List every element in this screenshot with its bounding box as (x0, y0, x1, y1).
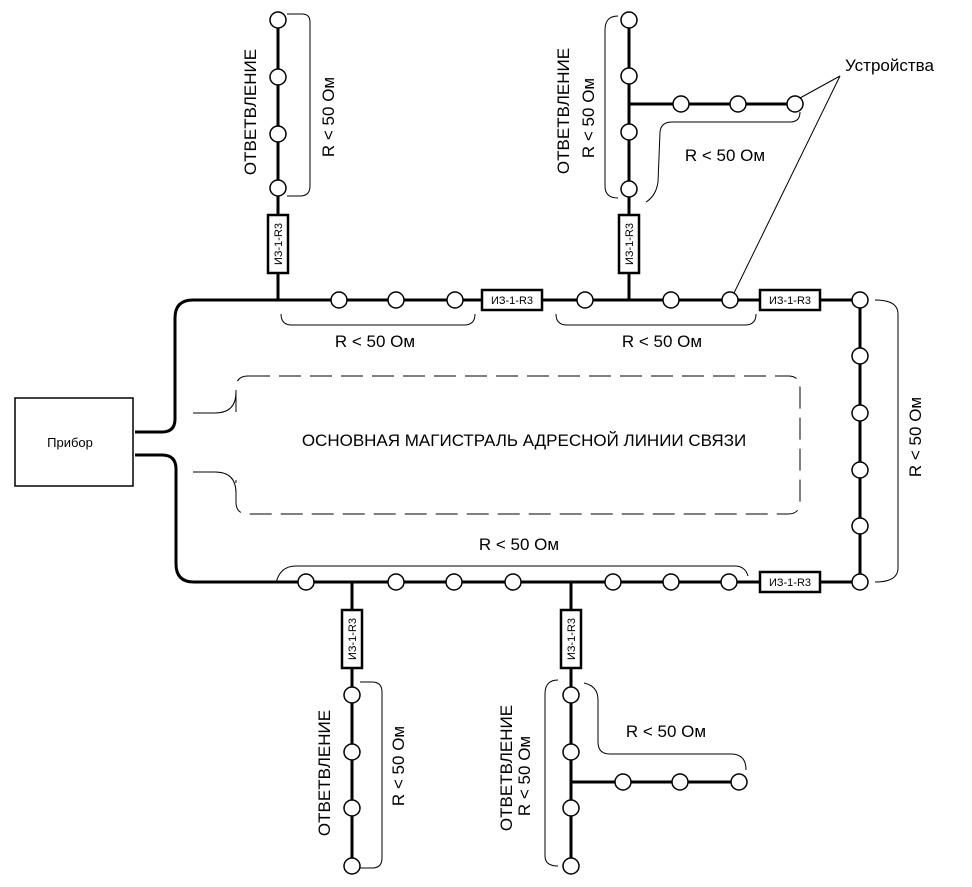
device (851, 347, 869, 365)
svg-text:R < 50 Ом: R < 50 Ом (626, 722, 706, 741)
svg-text:R < 50 Ом: R < 50 Ом (906, 397, 925, 477)
device (562, 799, 580, 817)
svg-text:R < 50 Ом: R < 50 Ом (685, 146, 765, 165)
device (269, 68, 287, 86)
svg-text:ИЗ-1-R3: ИЗ-1-R3 (769, 577, 811, 589)
control-panel: Прибор (14, 397, 134, 487)
device (851, 573, 869, 591)
branch-labels: ОТВЕТВЛЕНИЕ ОТВЕТВЛЕНИЕ ОТВЕТВЛЕНИЕ ОТВЕ… (241, 48, 573, 836)
device (671, 773, 689, 791)
svg-text:ИЗ-1-R3: ИЗ-1-R3 (491, 295, 533, 307)
device (269, 125, 287, 143)
device (614, 773, 632, 791)
svg-text:ИЗ-1-R3: ИЗ-1-R3 (769, 295, 811, 307)
svg-text:ИЗ-1-R3: ИЗ-1-R3 (347, 618, 359, 660)
main-line-label: ОСНОВНАЯ МАГИСТРАЛЬ АДРЕСНОЙ ЛИНИИ СВЯЗИ (302, 431, 746, 450)
device (662, 573, 680, 591)
device (851, 291, 869, 309)
main-line-region: ОСНОВНАЯ МАГИСТРАЛЬ АДРЕСНОЙ ЛИНИИ СВЯЗИ (193, 375, 801, 515)
device (620, 123, 638, 141)
device (269, 11, 287, 29)
device (343, 743, 361, 761)
device (662, 291, 680, 309)
device (786, 95, 804, 113)
device (445, 573, 463, 591)
isolator-branch-top-right: ИЗ-1-R3 (617, 213, 641, 275)
isolator-top-center: ИЗ-1-R3 (480, 288, 544, 312)
svg-text:ИЗ-1-R3: ИЗ-1-R3 (566, 618, 578, 660)
resistance-brackets (275, 13, 899, 869)
svg-text:R < 50 Ом: R < 50 Ом (479, 535, 559, 554)
device (720, 573, 738, 591)
main-loop-wires (135, 298, 862, 584)
device (343, 686, 361, 704)
device (387, 291, 405, 309)
svg-text:ОТВЕТВЛЕНИЕ: ОТВЕТВЛЕНИЕ (315, 710, 334, 836)
device (620, 67, 638, 85)
device (343, 799, 361, 817)
svg-text:ОТВЕТВЛЕНИЕ: ОТВЕТВЛЕНИЕ (241, 49, 260, 175)
device (269, 179, 287, 197)
device (851, 461, 869, 479)
device (620, 180, 638, 198)
svg-text:ИЗ-1-R3: ИЗ-1-R3 (273, 223, 285, 265)
control-panel-label: Прибор (47, 435, 93, 450)
device (620, 11, 638, 29)
device (729, 95, 747, 113)
isolator-bottom-right: ИЗ-1-R3 (758, 570, 822, 594)
svg-text:ОТВЕТВЛЕНИЕ: ОТВЕТВЛЕНИЕ (497, 705, 516, 831)
device (343, 857, 361, 875)
device (851, 404, 869, 422)
isolators: ИЗ-1-R3 ИЗ-1-R3 ИЗ-1-R3 ИЗ-1-R3 ИЗ-1-R3 … (266, 213, 822, 670)
resistance-labels: R < 50 Ом R < 50 Ом R < 50 Ом R < 50 Ом … (319, 77, 925, 816)
svg-text:R < 50 Ом: R < 50 Ом (579, 78, 598, 158)
svg-text:R < 50 Ом: R < 50 Ом (622, 332, 702, 351)
devices (269, 11, 869, 875)
device (851, 517, 869, 535)
device (721, 291, 739, 309)
device (672, 95, 690, 113)
svg-text:R < 50 Ом: R < 50 Ом (335, 332, 415, 351)
device (330, 291, 348, 309)
device (576, 291, 594, 309)
svg-text:R < 50 Ом: R < 50 Ом (389, 726, 408, 806)
isolator-branch-bottom-right: ИЗ-1-R3 (559, 608, 583, 670)
svg-text:ИЗ-1-R3: ИЗ-1-R3 (624, 223, 636, 265)
device (604, 573, 622, 591)
device (562, 743, 580, 761)
device (297, 573, 315, 591)
device (730, 773, 748, 791)
isolator-branch-bottom-left: ИЗ-1-R3 (340, 608, 364, 670)
svg-text:ОТВЕТВЛЕНИЕ: ОТВЕТВЛЕНИЕ (554, 48, 573, 174)
device (562, 686, 580, 704)
device (446, 291, 464, 309)
device (504, 573, 522, 591)
device (562, 857, 580, 875)
devices-label: Устройства (845, 56, 934, 75)
isolator-top-right: ИЗ-1-R3 (758, 288, 822, 312)
isolator-branch-top-left: ИЗ-1-R3 (266, 213, 290, 275)
device (387, 573, 405, 591)
svg-text:R < 50 Ом: R < 50 Ом (319, 77, 338, 157)
svg-text:R < 50 Ом: R < 50 Ом (515, 736, 534, 816)
